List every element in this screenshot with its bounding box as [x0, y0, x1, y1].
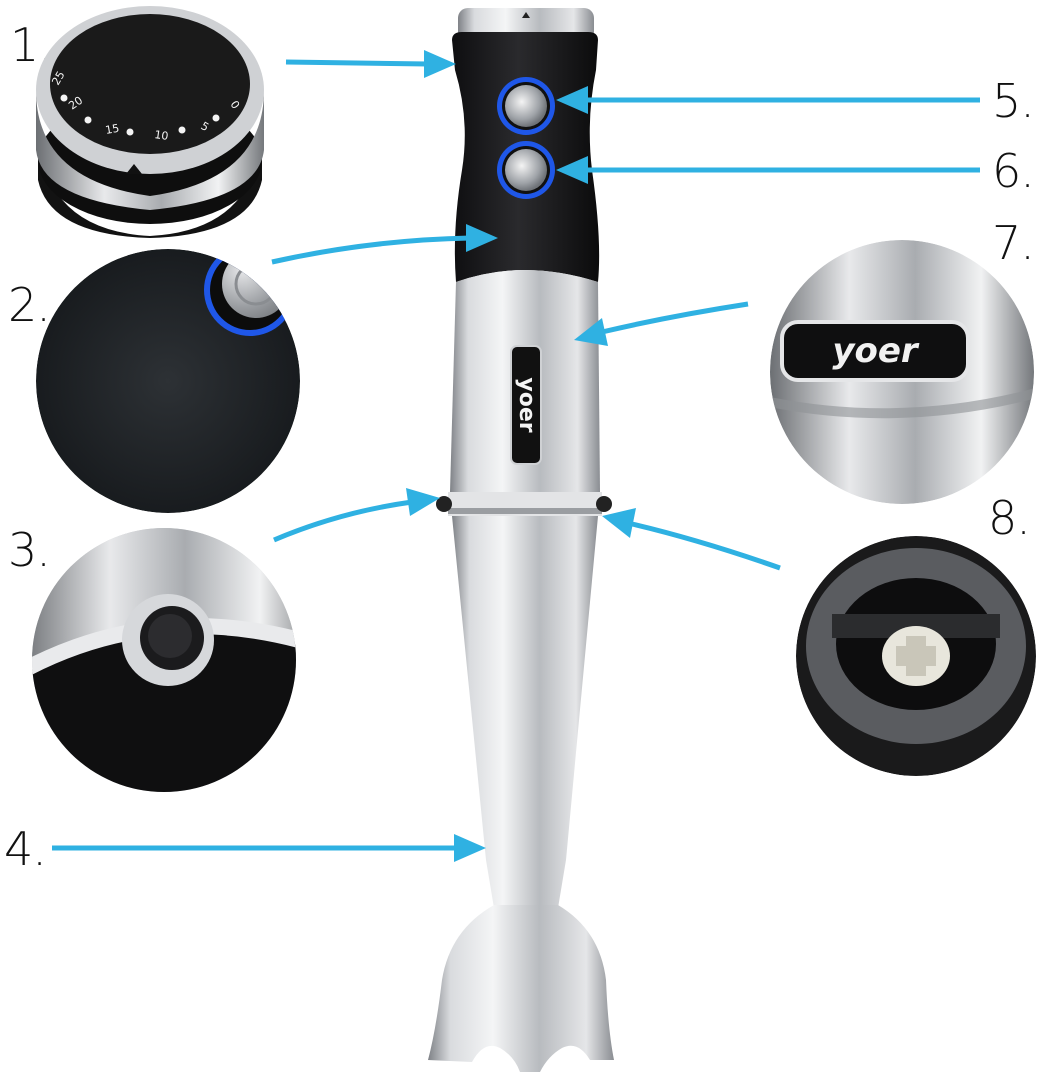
detail-speed-dial: 25 20 15 10 5 0 [36, 6, 264, 238]
arrow-8 [602, 508, 781, 571]
svg-text:yoer: yoer [832, 331, 920, 371]
power-button-low-icon[interactable] [497, 77, 555, 135]
arrow-1 [285, 50, 456, 78]
callout-number-2: 2. [8, 278, 51, 332]
callout-number-3: 3. [8, 523, 51, 577]
detail-handle-surface [36, 249, 300, 513]
blending-shaft [452, 516, 598, 908]
brand-badge-body: yoer [510, 345, 542, 465]
svg-text:yoer: yoer [514, 377, 539, 432]
detail-release-button [32, 528, 296, 792]
dial-mark-10: 10 [154, 128, 170, 143]
callout-arrows [52, 50, 980, 862]
callout-number-7: 7. [992, 216, 1035, 270]
release-button-right-icon[interactable] [596, 496, 612, 512]
detail-shaft-coupling [796, 536, 1036, 776]
arrow-7 [574, 301, 749, 346]
callout-number-8: 8. [988, 491, 1031, 545]
dial-mark-15: 15 [104, 122, 120, 137]
dial-mark-25: 25 [49, 69, 67, 88]
callout-number-5: 5. [992, 74, 1035, 128]
callout-number-6: 6. [992, 144, 1035, 198]
release-button-left-icon[interactable] [436, 496, 452, 512]
blade-guard [428, 905, 614, 1072]
arrow-5 [556, 86, 980, 114]
arrow-2 [271, 224, 498, 265]
power-button-turbo-icon[interactable] [497, 141, 555, 199]
callout-number-4: 4. [4, 822, 47, 876]
arrow-6 [556, 156, 980, 184]
detail-brand-badge: yoer [770, 240, 1034, 504]
arrow-3 [273, 488, 440, 543]
arrow-4 [52, 834, 486, 862]
